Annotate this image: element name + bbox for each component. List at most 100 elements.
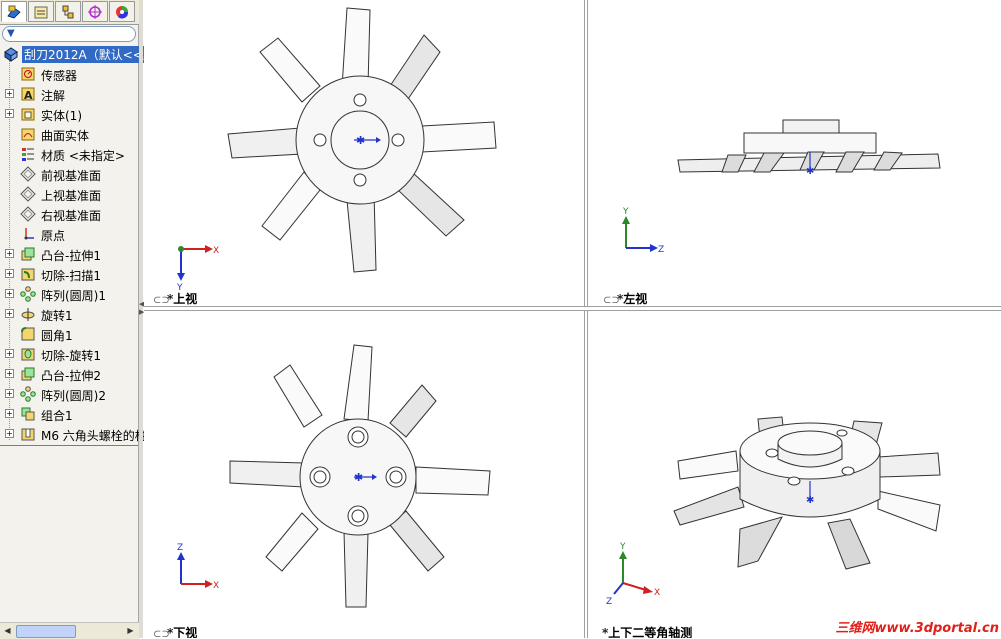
tree-item-circular-pattern-2[interactable]: + 阵列(圆周)2 bbox=[0, 384, 138, 404]
solid-body-icon bbox=[21, 108, 35, 121]
tree-item-fillet-1[interactable]: 圆角1 bbox=[0, 324, 138, 344]
tree-item-material[interactable]: 材质 <未指定> bbox=[0, 144, 138, 164]
scroll-right-icon[interactable]: ▶ bbox=[127, 626, 134, 635]
svg-text:Z: Z bbox=[177, 543, 183, 553]
origin-marker-icon: ✱ bbox=[356, 134, 365, 147]
tab-configuration-manager[interactable] bbox=[55, 1, 81, 22]
link-icon: ⊂⊃ bbox=[153, 295, 170, 306]
boss-extrude-icon bbox=[21, 247, 35, 261]
tree-item-combine-1[interactable]: + 组合1 bbox=[0, 404, 138, 424]
boss-extrude-icon bbox=[21, 367, 35, 381]
expand-toggle[interactable]: + bbox=[5, 89, 14, 98]
expand-toggle[interactable]: + bbox=[5, 109, 14, 118]
tree-item-label: 阵列(圆周)2 bbox=[41, 389, 106, 403]
svg-text:Y: Y bbox=[176, 283, 183, 293]
expand-toggle[interactable]: + bbox=[5, 369, 14, 378]
splitter-arrow-icon: ◀▶ bbox=[139, 300, 145, 316]
tree-item-label: 凸台-拉伸2 bbox=[41, 369, 101, 383]
viewport-left-view[interactable]: ✱ Y Z ⊂⊃*左视 bbox=[588, 0, 1001, 306]
tree-item-boss-extrude-1[interactable]: + 凸台-拉伸1 bbox=[0, 244, 138, 264]
tree-item-label: 组合1 bbox=[41, 409, 73, 423]
tree-item-label: 右视基准面 bbox=[41, 209, 102, 223]
bolt-hole bbox=[353, 173, 367, 187]
viewport-divider-vertical[interactable] bbox=[584, 0, 588, 638]
plane-icon bbox=[20, 186, 36, 202]
tree-item-label: 凸台-拉伸1 bbox=[41, 249, 101, 263]
svg-text:Z: Z bbox=[658, 245, 664, 255]
tree-item-boss-extrude-2[interactable]: + 凸台-拉伸2 bbox=[0, 364, 138, 384]
isometric-view-model: ✱ Y X Z bbox=[606, 416, 941, 607]
tree-item-top-plane[interactable]: 上视基准面 bbox=[0, 184, 138, 204]
viewport-divider-horizontal[interactable] bbox=[144, 306, 1001, 311]
tree-item-right-plane[interactable]: 右视基准面 bbox=[0, 204, 138, 224]
expand-toggle[interactable]: + bbox=[5, 249, 14, 258]
top-view-model: ✱ X Y bbox=[176, 7, 497, 293]
configuration-manager-icon bbox=[62, 5, 74, 18]
tree-item-surface-bodies[interactable]: 曲面实体 bbox=[0, 124, 138, 144]
filter-icon: ▼ bbox=[7, 28, 15, 39]
tree-item-revolve-1[interactable]: + 旋转1 bbox=[0, 304, 138, 324]
tree-item-label: 注解 bbox=[41, 89, 66, 103]
viewport-top-view[interactable]: ✱ X Y ⊂⊃*上视 bbox=[144, 0, 584, 306]
triad-left: Y Z bbox=[622, 207, 664, 255]
material-icon bbox=[22, 148, 34, 161]
part-icon bbox=[4, 47, 18, 62]
tree-item-label: 圆角1 bbox=[41, 329, 73, 343]
cut-sweep-icon bbox=[21, 268, 35, 281]
bottom-view-model: ✱ Z X bbox=[177, 344, 491, 608]
tree-item-circular-pattern-1[interactable]: + 阵列(圆周)1 bbox=[0, 284, 138, 304]
tree-item-front-plane[interactable]: 前视基准面 bbox=[0, 164, 138, 184]
viewport-bottom-view[interactable]: ✱ Z X ⊂⊃*下视 bbox=[144, 311, 584, 638]
scroll-left-icon[interactable]: ◀ bbox=[4, 626, 11, 635]
tree-item-hole-wizard[interactable]: + M6 六角头螺栓的柱 bbox=[0, 424, 147, 444]
fillet-icon bbox=[21, 327, 35, 341]
combine-icon bbox=[21, 407, 35, 421]
expand-toggle[interactable]: + bbox=[5, 349, 14, 358]
feature-manager-panel: ▼ 刮刀2012A（默认<<默 传感器 + A 注解 + 实体(1) 曲面实体 … bbox=[0, 0, 157, 639]
color-wheel-icon bbox=[116, 5, 129, 19]
tree-item-label: 实体(1) bbox=[41, 109, 82, 123]
panel-splitter[interactable]: ◀▶ bbox=[139, 0, 145, 638]
crosshair-icon bbox=[88, 4, 102, 19]
tab-dimxpert-manager[interactable] bbox=[82, 1, 108, 22]
origin-marker-icon: ✱ bbox=[354, 471, 363, 484]
scrollbar-thumb[interactable] bbox=[16, 625, 76, 638]
bolt-holes bbox=[765, 429, 855, 486]
tree-item-cut-sweep-1[interactable]: + 切除-扫描1 bbox=[0, 264, 138, 284]
tree-item-origin[interactable]: 原点 bbox=[0, 224, 138, 244]
tab-property-manager[interactable] bbox=[28, 1, 54, 22]
tab-display-manager[interactable] bbox=[109, 1, 135, 22]
viewport-isometric-view[interactable]: ✱ Y X Z *上下二等角轴测 三维网www.3dportal.cn bbox=[588, 311, 1001, 638]
expand-toggle[interactable]: + bbox=[5, 389, 14, 398]
circular-pattern-icon bbox=[20, 286, 36, 302]
tab-feature-manager[interactable] bbox=[1, 1, 27, 22]
tree-item-annotations[interactable]: + A 注解 bbox=[0, 84, 138, 104]
boss-top-face bbox=[777, 430, 843, 456]
tree-item-label: 材质 <未指定> bbox=[41, 149, 125, 163]
tree-root-part[interactable]: 刮刀2012A（默认<<默 bbox=[0, 44, 157, 64]
annotation-icon: A bbox=[21, 87, 35, 102]
tree-root-label: 刮刀2012A（默认<<默 bbox=[22, 46, 157, 63]
expand-toggle[interactable]: + bbox=[5, 429, 14, 438]
tree-item-label: 上视基准面 bbox=[41, 189, 102, 203]
expand-toggle[interactable]: + bbox=[5, 289, 14, 298]
expand-toggle[interactable]: + bbox=[5, 309, 14, 318]
tree-item-sensors[interactable]: 传感器 bbox=[0, 64, 138, 84]
property-manager-icon bbox=[34, 6, 48, 18]
panel-horizontal-scrollbar[interactable]: ◀ ▶ bbox=[0, 622, 139, 639]
tree-item-cut-revolve-1[interactable]: + 切除-旋转1 bbox=[0, 344, 138, 364]
impeller-blades bbox=[227, 7, 497, 273]
expand-toggle[interactable]: + bbox=[5, 409, 14, 418]
viewport-label-bottom: ⊂⊃*下视 bbox=[153, 626, 198, 638]
svg-text:A: A bbox=[24, 89, 33, 102]
tree-item-solid-bodies[interactable]: + 实体(1) bbox=[0, 104, 138, 124]
origin-marker-icon: ✱ bbox=[806, 495, 814, 506]
feature-manager-icon bbox=[7, 5, 21, 18]
svg-text:X: X bbox=[654, 588, 660, 598]
feature-filter-input[interactable]: ▼ bbox=[2, 26, 136, 42]
expand-toggle[interactable]: + bbox=[5, 269, 14, 278]
surface-body-icon bbox=[21, 128, 35, 141]
sensor-icon bbox=[21, 67, 35, 81]
svg-text:X: X bbox=[213, 246, 219, 256]
cut-revolve-icon bbox=[21, 348, 35, 361]
